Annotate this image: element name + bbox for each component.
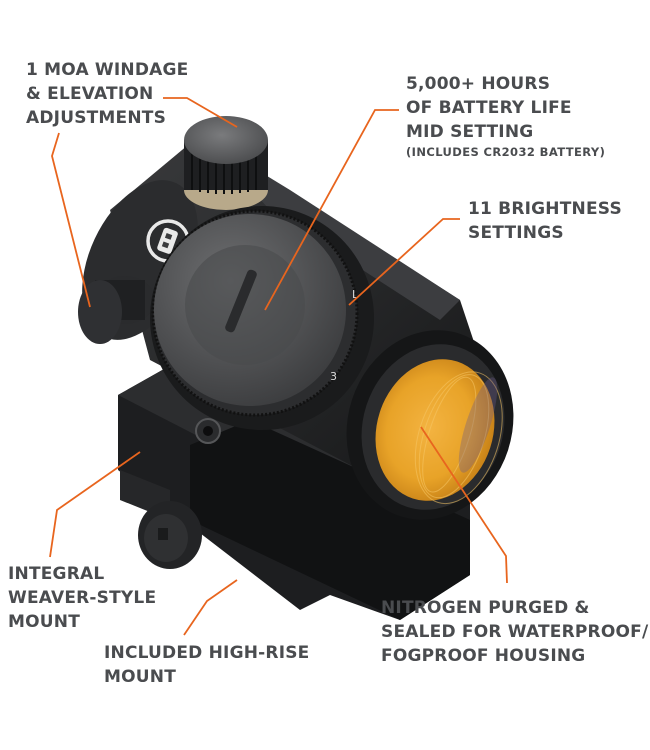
callout-text: INCLUDED HIGH-RISE (104, 643, 310, 663)
callout-brightness: 11 BRIGHTNESS SETTINGS (468, 197, 622, 245)
callout-text: INTEGRAL (8, 564, 105, 584)
callout-text: MID SETTING (406, 122, 534, 142)
svg-text:L: L (352, 288, 359, 301)
callout-nitrogen-purged: NITROGEN PURGED & SEALED FOR WATERPROOF/… (381, 596, 648, 668)
callout-text: 1 MOA WINDAGE (26, 60, 189, 80)
leader-line-brightness (348, 218, 460, 306)
callout-text: SEALED FOR WATERPROOF/ (381, 622, 649, 642)
callout-leader-lines (49, 97, 508, 636)
leader-line-weaver (49, 451, 141, 558)
callout-text: OF BATTERY LIFE (406, 98, 572, 118)
battery-cap-brightness-dial-shape: L 3 (150, 206, 374, 430)
callout-windage-elevation: 1 MOA WINDAGE & ELEVATION ADJUSTMENTS (26, 58, 188, 130)
callout-text: SETTINGS (468, 223, 564, 243)
callout-text: 11 BRIGHTNESS (468, 199, 622, 219)
callout-text: & ELEVATION (26, 84, 154, 104)
callout-text: FOGPROOF HOUSING (381, 646, 586, 666)
svg-text:3: 3 (330, 370, 337, 383)
callout-text: ADJUSTMENTS (26, 108, 167, 128)
elevation-knob-shape (184, 116, 268, 210)
leader-line-windage-top (163, 97, 238, 128)
leader-line-highrise (183, 579, 238, 636)
callout-battery-life: 5,000+ HOURS OF BATTERY LIFE MID SETTING… (406, 72, 605, 160)
leader-line-windage-left (51, 132, 91, 308)
callout-text: MOUNT (8, 612, 80, 632)
windage-knob-shape (78, 276, 155, 344)
callout-high-rise-mount: INCLUDED HIGH-RISE MOUNT (104, 641, 309, 689)
callout-note: (INCLUDES CR2032 BATTERY) (406, 145, 606, 159)
callout-text: 5,000+ HOURS (406, 74, 551, 94)
leader-line-battery (264, 109, 399, 311)
leader-line-nitrogen (420, 426, 508, 584)
callout-text: NITROGEN PURGED & (381, 598, 590, 618)
callout-text: WEAVER-STYLE (8, 588, 157, 608)
objective-lens-shape (346, 330, 514, 520)
callout-text: MOUNT (104, 667, 176, 687)
callout-weaver-mount: INTEGRAL WEAVER-STYLE MOUNT (8, 562, 156, 634)
